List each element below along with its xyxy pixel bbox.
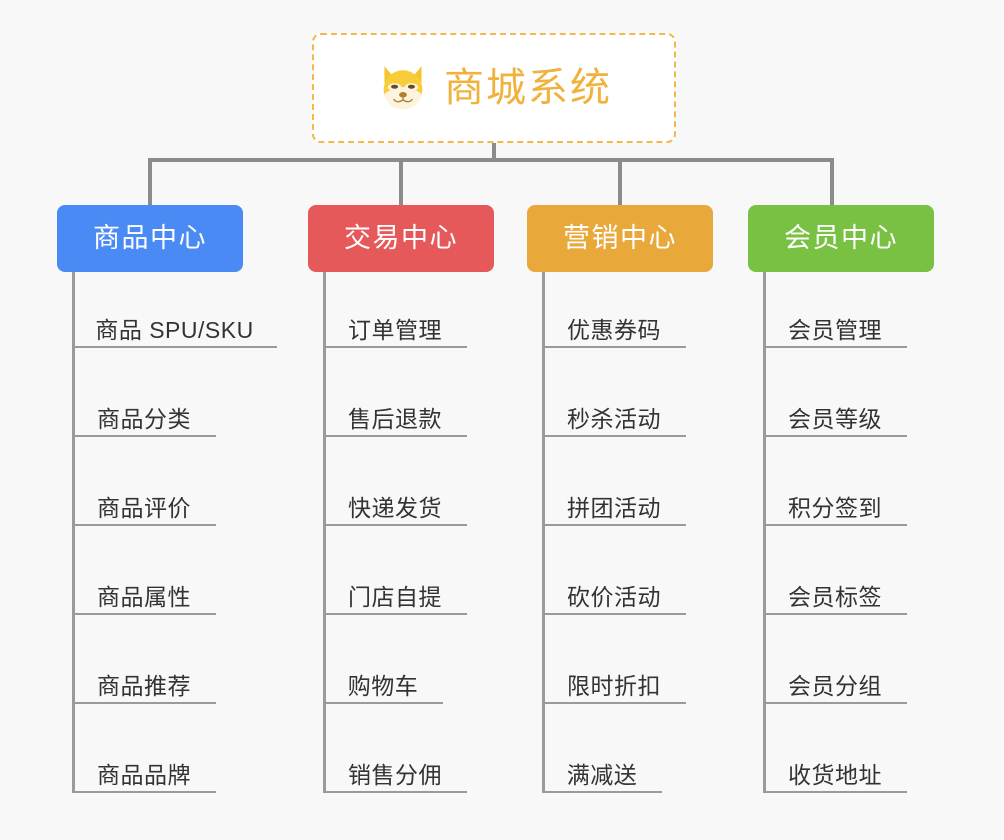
leaf-item-label: 订单管理 [348, 316, 442, 343]
leaf-item[interactable]: 满减送 [542, 735, 662, 793]
shiba-dog-face-icon [383, 66, 423, 110]
category-header-label: 会员中心 [784, 223, 898, 253]
category-header-4[interactable]: 会员中心 [748, 205, 934, 272]
leaf-item[interactable]: 会员等级 [763, 379, 907, 437]
leaf-item[interactable]: 会员分组 [763, 646, 907, 704]
leaf-item-label: 商品推荐 [97, 672, 191, 699]
leaf-item-label: 商品品牌 [97, 761, 191, 788]
leaf-item[interactable]: 砍价活动 [542, 557, 686, 615]
root-node[interactable]: 商城系统 [312, 33, 676, 143]
leaf-item-label: 会员分组 [788, 672, 882, 699]
leaf-item[interactable]: 收货地址 [763, 735, 907, 793]
category-header-label: 交易中心 [344, 223, 458, 253]
leaf-item[interactable]: 订单管理 [323, 290, 467, 348]
leaf-item-label: 秒杀活动 [567, 405, 661, 432]
root-title: 商城系统 [444, 66, 612, 110]
column-spine [542, 272, 545, 793]
leaf-item-label: 售后退款 [348, 405, 442, 432]
leaf-item-label: 会员管理 [788, 316, 882, 343]
category-header-2[interactable]: 交易中心 [308, 205, 494, 272]
connector-drop-4 [830, 158, 834, 207]
leaf-item[interactable]: 拼团活动 [542, 468, 686, 526]
category-header-label: 营销中心 [563, 223, 677, 253]
leaf-item-label: 销售分佣 [348, 761, 442, 788]
leaf-item-label: 优惠券码 [567, 316, 661, 343]
category-header-1[interactable]: 商品中心 [57, 205, 243, 272]
leaf-item[interactable]: 商品属性 [72, 557, 216, 615]
category-header-3[interactable]: 营销中心 [527, 205, 713, 272]
leaf-item[interactable]: 限时折扣 [542, 646, 686, 704]
column-spine [323, 272, 326, 793]
leaf-item[interactable]: 秒杀活动 [542, 379, 686, 437]
leaf-item-label: 满减送 [566, 761, 638, 788]
leaf-item-label: 会员标签 [788, 583, 882, 610]
leaf-item[interactable]: 会员管理 [763, 290, 907, 348]
leaf-item[interactable]: 商品 SPU/SKU [72, 290, 277, 348]
leaf-item-label: 积分签到 [788, 494, 882, 521]
leaf-item-label: 商品分类 [97, 405, 191, 432]
leaf-item-label: 快递发货 [348, 494, 442, 521]
leaf-item[interactable]: 商品推荐 [72, 646, 216, 704]
leaf-item-label: 砍价活动 [567, 583, 661, 610]
connector-drop-1 [148, 158, 152, 207]
leaf-item[interactable]: 商品评价 [72, 468, 216, 526]
leaf-item[interactable]: 销售分佣 [323, 735, 467, 793]
leaf-item[interactable]: 售后退款 [323, 379, 467, 437]
connector-bus [148, 158, 834, 162]
leaf-item-label: 商品 SPU/SKU [95, 316, 254, 343]
leaf-item[interactable]: 商品分类 [72, 379, 216, 437]
leaf-item[interactable]: 积分签到 [763, 468, 907, 526]
leaf-item[interactable]: 商品品牌 [72, 735, 216, 793]
leaf-item[interactable]: 优惠券码 [542, 290, 686, 348]
column-spine [72, 272, 75, 793]
leaf-item-label: 收货地址 [788, 761, 882, 788]
leaf-item[interactable]: 门店自提 [323, 557, 467, 615]
leaf-item-label: 购物车 [347, 672, 419, 699]
leaf-item-label: 商品属性 [97, 583, 191, 610]
column-spine [763, 272, 766, 793]
leaf-item[interactable]: 购物车 [323, 646, 443, 704]
connector-drop-3 [618, 158, 622, 207]
leaf-item[interactable]: 会员标签 [763, 557, 907, 615]
leaf-item-label: 门店自提 [348, 583, 442, 610]
leaf-item[interactable]: 快递发货 [323, 468, 467, 526]
category-header-label: 商品中心 [93, 223, 207, 253]
connector-drop-2 [399, 158, 403, 207]
connector-stem [492, 143, 496, 162]
leaf-item-label: 限时折扣 [567, 672, 661, 699]
leaf-item-label: 拼团活动 [567, 494, 661, 521]
leaf-item-label: 商品评价 [97, 494, 191, 521]
leaf-item-label: 会员等级 [788, 405, 882, 432]
